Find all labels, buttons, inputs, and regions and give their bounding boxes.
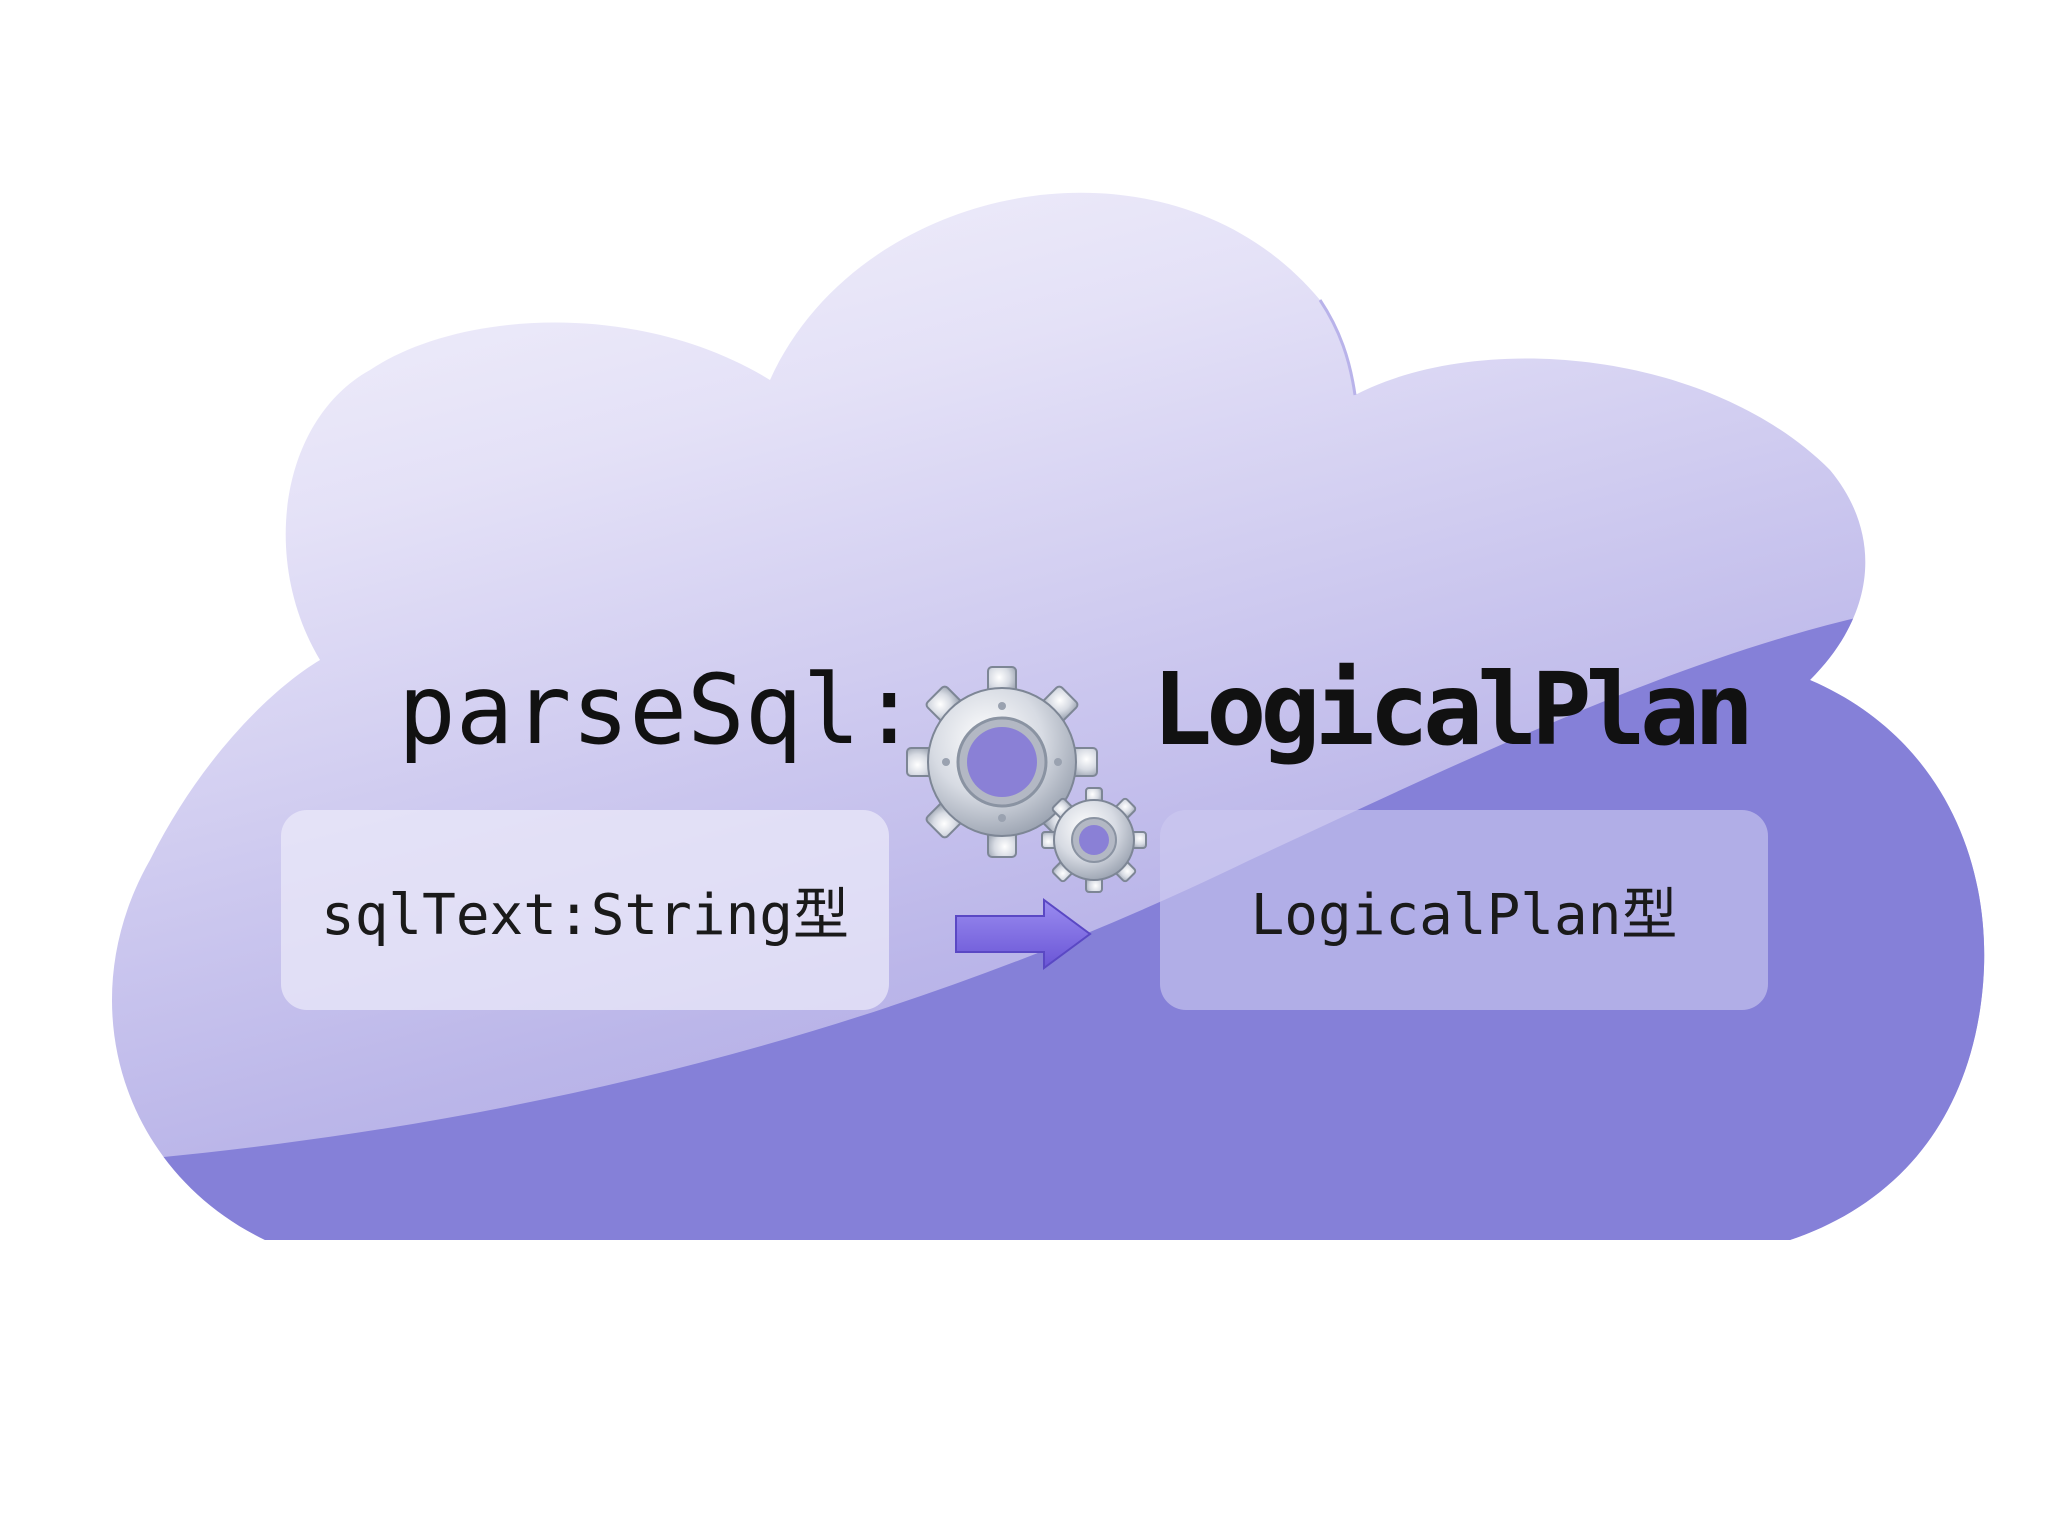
- output-type-text: LogicalPlan型: [1250, 882, 1678, 948]
- input-type-box: sqlText:String型: [281, 810, 889, 1010]
- output-type-box: LogicalPlan型: [1160, 810, 1768, 1010]
- function-name-label: parseSql:: [398, 654, 919, 766]
- input-type-text: sqlText:String型: [320, 882, 849, 948]
- right-arrow-icon: [955, 898, 1092, 970]
- return-type-label: LogicalPlan: [1152, 651, 1754, 768]
- gears-icon: [906, 666, 1147, 893]
